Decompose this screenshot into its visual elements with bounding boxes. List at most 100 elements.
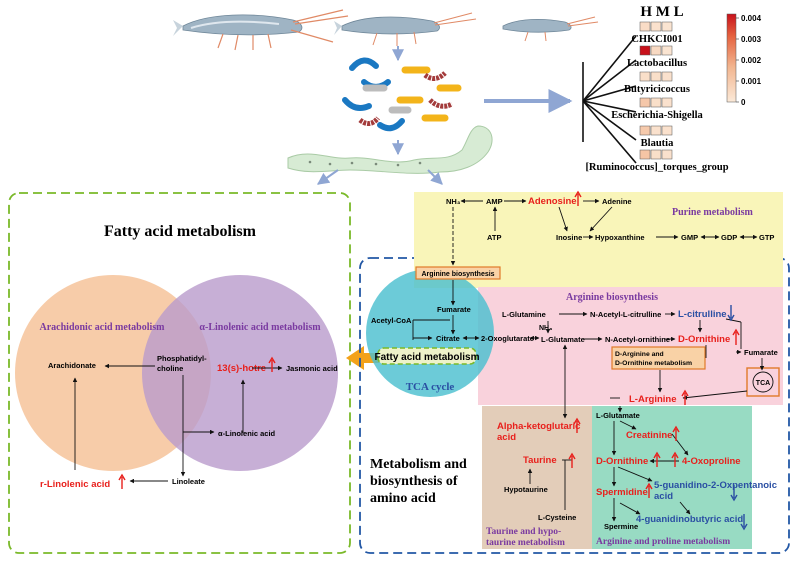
proline-title: Arginine and proline metabolism	[596, 537, 730, 547]
amp-node: AMP	[486, 197, 503, 206]
d-ornithine-top-node: D-Ornithine	[678, 334, 730, 345]
scale-tick-label: 0.001	[741, 77, 762, 86]
fatty-acid-link-box	[377, 347, 477, 365]
heatmap-cell	[650, 149, 662, 160]
up-arrow-icon	[118, 356, 276, 489]
linolenic-circle	[142, 275, 338, 471]
gmp-node: GMP	[681, 233, 698, 242]
atp-node: ATP	[487, 233, 501, 242]
heatmap-cell	[650, 21, 662, 32]
phosphatidylcholine-node: Phosphatidyl-choline	[157, 354, 207, 373]
taurine-arrows	[527, 459, 572, 510]
l-glutamate-node: L-Glutamate	[541, 335, 585, 344]
linoleate-node: Linoleate	[172, 477, 205, 486]
hotre-node: 13(s)-hotre	[217, 363, 266, 374]
linolenic-label: α-Linolenic acid metabolism	[199, 322, 321, 333]
heatmap-row: Butyricicoccus	[624, 71, 690, 95]
fatty-link-arrow	[346, 346, 380, 370]
fatty-acid-panel	[8, 192, 351, 554]
l-glutamine-node: L-Glutamine	[502, 310, 546, 319]
creatinine-node: Creatinine	[626, 430, 672, 441]
proline-arrows	[611, 406, 691, 522]
heatmap-cell	[639, 149, 651, 160]
up-arrow-icon	[574, 190, 582, 206]
scale-tick-label: 0.002	[741, 56, 762, 65]
heatmap-cell	[661, 21, 673, 32]
up-arrow-icon	[681, 328, 740, 405]
d-arginine-metabolism-box	[611, 346, 706, 370]
alpha-linolenic-node: α-Linolenic acid	[218, 429, 276, 438]
arginine-biosynthesis-title: Arginine biosynthesis	[566, 292, 658, 303]
r-linolenic-node: r-Linolenic acid	[40, 479, 110, 490]
l-arginine-node: L-Arginine	[629, 394, 677, 405]
heatmap-cell	[639, 71, 651, 82]
spermidine-node: Spermidine	[596, 487, 648, 498]
arginine-arrows	[412, 280, 765, 419]
fumarate-node: Fumarate	[437, 305, 471, 314]
acetyl-coa-node: Acetyl-CoA	[371, 316, 412, 325]
tca-cycle-circle	[366, 269, 494, 397]
heatmap-cell	[650, 125, 662, 136]
heatmap-cell	[639, 45, 651, 56]
heatmap-taxon-label: Escherichia-Shigella	[611, 110, 703, 121]
scale-tick-label: 0.003	[741, 35, 762, 44]
heatmap-cell	[661, 45, 673, 56]
heatmap-cell	[661, 71, 673, 82]
adenosine-node: Adenosine	[528, 196, 577, 207]
n-acetyl-ornithine-node: N-Acetyl-ornithine	[605, 335, 670, 344]
up-arrow-icon	[568, 417, 581, 468]
heatmap-rows: CHKCI001LactobacillusButyricicoccusEsche…	[585, 21, 729, 173]
fatty-acid-arrows	[72, 363, 283, 484]
nh3-node: NH₃	[446, 197, 461, 206]
fumarate-right-node: Fumarate	[744, 348, 778, 357]
heatmap-taxon-label: Lactobacillus	[627, 58, 687, 69]
heatmap-cell	[661, 125, 673, 136]
heatmap-color-scale: 0.004 0.003 0.002 0.001 0	[726, 13, 762, 107]
heatmap-cell	[661, 97, 673, 108]
proline-panel	[592, 406, 752, 549]
heatmap-taxon-label: Butyricicoccus	[624, 84, 690, 95]
guanidinobutyric-node: 4-guanidinobutyric acid	[636, 514, 743, 525]
gdp-node: GDP	[721, 233, 737, 242]
up-arrow-icon	[645, 425, 680, 498]
adenine-node: Adenine	[602, 197, 632, 206]
shrimp-icon	[173, 9, 349, 51]
purine-title: Purine metabolism	[672, 207, 753, 218]
taurine-title: Taurine and hypo-taurine metabolism	[486, 527, 565, 548]
scale-tick-label: 0	[741, 98, 746, 107]
arginine-biosynthesis-box	[415, 266, 501, 280]
heatmap-cell	[639, 125, 651, 136]
inosine-node: Inosine	[556, 233, 582, 242]
arginine-biosynthesis-box-label: Arginine biosynthesis	[421, 271, 494, 278]
d-ornithine-node: D-Ornithine	[596, 456, 648, 467]
arachidonate-node: Arachidonate	[48, 361, 96, 370]
down-arrow-icon	[730, 485, 748, 531]
heatmap-column-header: H M L	[640, 4, 683, 20]
heatmap-row: Escherichia-Shigella	[611, 97, 704, 121]
heatmap-row: CHKCI001	[631, 21, 683, 45]
heatmap-row: Lactobacillus	[627, 45, 687, 69]
l-cysteine-node: L-Cysteine	[538, 513, 576, 522]
heatmap-taxon-label: Blautia	[641, 138, 674, 149]
tca-small-label: TCA	[756, 380, 770, 387]
shrimp-icon	[502, 16, 599, 42]
taurine-panel	[482, 406, 592, 549]
l-glutamate-2-node: L-Glutamate	[596, 411, 640, 420]
purine-arrows	[460, 198, 758, 240]
arachidonic-label: Arachidonic acid metabolism	[40, 322, 166, 333]
spermine-node: Spermine	[604, 522, 638, 531]
tca-cycle-label: TCA cycle	[406, 381, 455, 393]
taurine-node: Taurine	[523, 455, 557, 466]
arginine-biosynthesis-panel	[478, 287, 783, 405]
heatmap-cell	[650, 45, 662, 56]
heatmap-cell	[661, 149, 673, 160]
n-acetyl-citrulline-node: N-Acetyl-L-citrulline	[590, 310, 661, 319]
heatmap-cell	[650, 97, 662, 108]
citrate-node: Citrate	[436, 334, 460, 343]
heatmap-tree	[582, 35, 637, 164]
scale-tick-label: 0.004	[741, 14, 762, 23]
